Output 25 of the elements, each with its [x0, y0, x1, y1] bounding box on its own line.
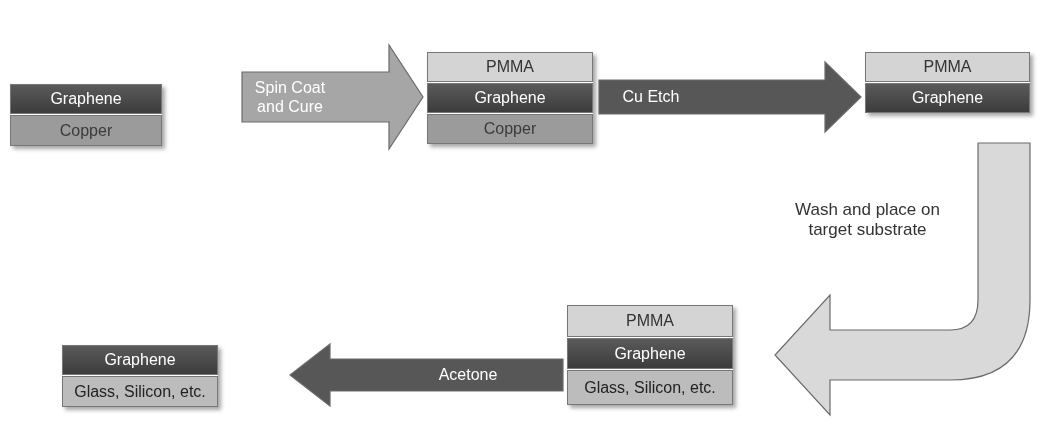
pmma-layer: PMMA [567, 305, 733, 337]
layer-stack [10, 84, 162, 146]
block-arrow [598, 60, 862, 134]
layer-stack [62, 345, 218, 407]
layer-stack [865, 52, 1030, 113]
layer-stack [427, 52, 593, 144]
layer-stack [567, 305, 733, 405]
copper-layer: Copper [10, 115, 162, 146]
edge-label: Acetone [437, 365, 499, 386]
substrate-layer: Glass, Silicon, etc. [62, 376, 218, 407]
block-arrow [241, 43, 424, 151]
edge-label: Spin Coat and Cure [253, 77, 327, 117]
graphene-layer: Graphene [10, 84, 162, 114]
copper-layer: Copper [427, 114, 593, 144]
pmma-layer: PMMA [427, 52, 593, 82]
edge-label: Wash and place on target substrate [794, 198, 941, 241]
pmma-layer: PMMA [865, 52, 1030, 82]
block-arrow [774, 142, 1031, 416]
graphene-layer: Graphene [427, 83, 593, 113]
edge-label: Cu Etch [621, 87, 681, 108]
substrate-layer: Glass, Silicon, etc. [567, 370, 733, 405]
block-arrow [289, 342, 564, 408]
graphene-layer: Graphene [865, 83, 1030, 113]
graphene-layer: Graphene [567, 338, 733, 369]
graphene-layer: Graphene [62, 345, 218, 375]
